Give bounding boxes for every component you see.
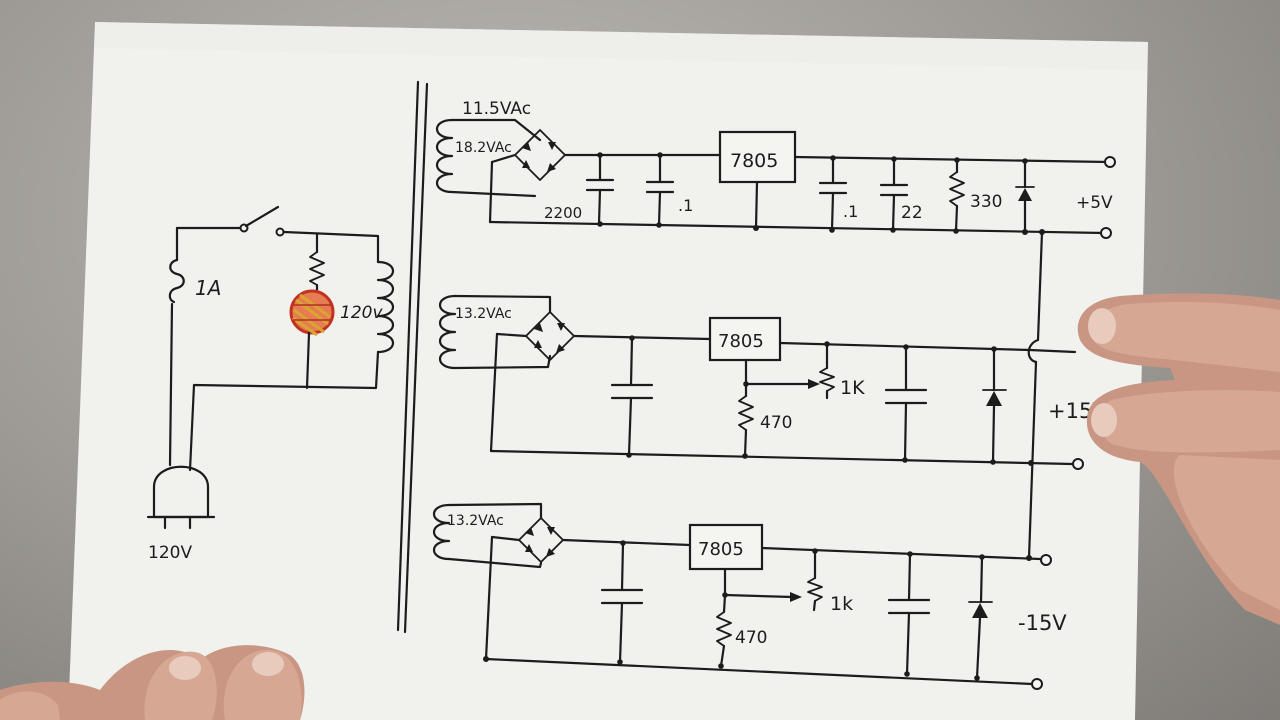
secondary-label: 11.5VAc <box>462 99 531 119</box>
terminal-5v-gnd <box>1100 227 1112 239</box>
regulator-label-5v: 7805 <box>730 150 778 172</box>
plug-label: 120V <box>148 543 192 563</box>
pot-1k-label: 1k <box>830 593 853 615</box>
winding-label-neg15v: 13.2VAc <box>447 513 504 529</box>
transformer-core <box>396 80 429 634</box>
bridge-rectifier-icon <box>518 517 564 563</box>
winding-label-15v: 13.2VAc <box>455 306 512 322</box>
terminal-neg15v <box>1040 554 1052 566</box>
resistor-470-label: 470 <box>735 628 767 648</box>
cap-01-label: .1 <box>678 196 693 215</box>
zener-diode-icon <box>1015 186 1035 201</box>
regulator-label-15v: 7805 <box>718 331 764 352</box>
cap-2200-label: 2200 <box>544 204 582 222</box>
winding-label-5v: 18.2VAc <box>455 140 512 156</box>
primary-circuit: 1A 120v 120V <box>146 205 395 563</box>
cap-out2-label: 22 <box>901 203 923 223</box>
terminal-15v-common <box>1072 458 1084 470</box>
bridge-rectifier-icon <box>514 129 566 181</box>
fuse-label: 1A <box>195 276 221 300</box>
terminal-5v <box>1104 156 1116 168</box>
rail-neg15v: 13.2VAc 7805 470 1k <box>432 502 1067 690</box>
resistor-330-label: 330 <box>970 192 1002 212</box>
resistor-470-label: 470 <box>760 413 792 433</box>
regulator-label-neg15v: 7805 <box>698 539 744 560</box>
zener-diode-icon <box>968 601 993 618</box>
plug-icon <box>146 465 216 530</box>
cap-out1-label: .1 <box>843 202 858 221</box>
paper-sheet <box>68 22 1148 720</box>
neon-lamp-icon <box>289 289 335 337</box>
rail-5v: 11.5VAc 18.2VAc 2200 .1 7805 .1 <box>435 99 1116 239</box>
common-link <box>1027 230 1044 560</box>
zener-diode-icon <box>982 389 1007 406</box>
right-hand <box>1077 293 1280 625</box>
left-hand <box>0 645 305 720</box>
output-label-neg15v: -15V <box>1018 611 1067 635</box>
pot-1k-label: 1K <box>840 377 865 399</box>
output-label-5v: +5V <box>1076 193 1113 213</box>
bridge-rectifier-icon <box>525 311 575 361</box>
lamp-label: 120v <box>340 303 383 323</box>
terminal-neg15v-gnd <box>1031 678 1043 690</box>
